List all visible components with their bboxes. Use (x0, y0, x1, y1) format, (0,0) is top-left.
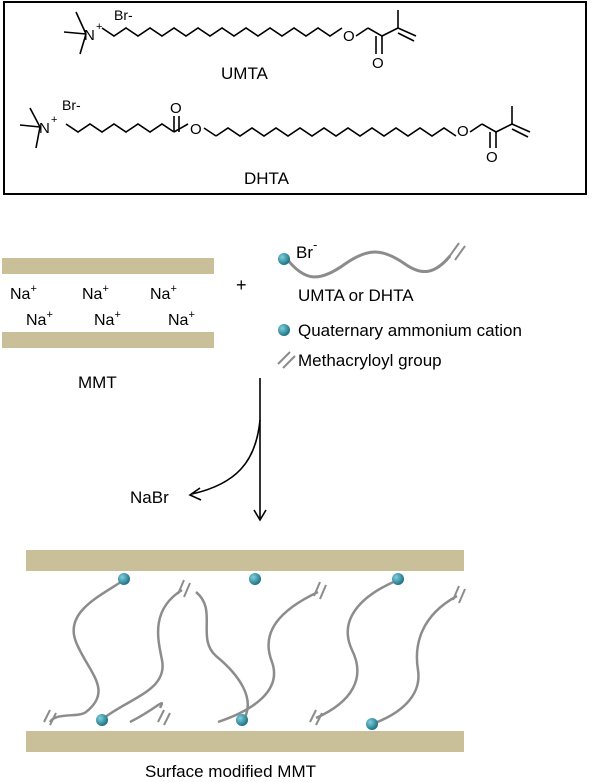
sodium-ion: Na+ (94, 309, 121, 329)
cation-icon (236, 714, 248, 726)
chain-1 (48, 578, 125, 723)
surface-methacryloyl-groups (43, 579, 466, 726)
surface-cations (96, 573, 404, 730)
methacryloyl-icon (448, 242, 466, 261)
dhta-charge: + (51, 114, 57, 126)
dhta-structure (19, 106, 531, 149)
plus-sign: + (236, 275, 247, 295)
sodium-ion: Na+ (26, 309, 53, 329)
cation-icon (249, 573, 261, 585)
cation-icon (278, 253, 290, 265)
byproduct-label: NaBr (130, 488, 169, 507)
chain-2 (103, 588, 183, 719)
chain-3 (217, 590, 319, 724)
dhta-oxygen-double: O (486, 149, 498, 166)
cation-icon (118, 573, 130, 585)
legend-cation-icon (278, 324, 290, 336)
umta-oxygen-single: O (343, 28, 355, 45)
umta-oxygen-double: O (372, 55, 384, 72)
sodium-ion: Na+ (168, 309, 195, 329)
dhta-oxygen-ester2: O (457, 123, 469, 140)
result-label: Surface modified MMT (145, 762, 316, 781)
dhta-oxygen-ketone: O (170, 100, 182, 117)
structures-box (3, 1, 587, 195)
dhta-oxygen-ester1: O (190, 121, 202, 138)
dhta-nitrogen: N (39, 120, 50, 137)
surfactant-counterion: Br- (296, 237, 317, 262)
intercalated-chains (48, 578, 458, 726)
umta-name: UMTA (221, 64, 269, 83)
umta-charge: + (96, 21, 102, 33)
surfactant-label: UMTA or DHTA (298, 286, 414, 305)
mmt-label: MMT (78, 373, 117, 392)
sodium-ion: Na+ (82, 283, 109, 303)
surfactant-chain (285, 250, 452, 279)
legend-methacryloyl-icon (277, 351, 296, 369)
legend-methacryloyl-label: Methacryloyl group (298, 351, 442, 370)
chain-4 (315, 578, 399, 720)
clay-layer-bottom (2, 332, 214, 348)
byproduct-arrowhead (188, 487, 202, 501)
umta-nitrogen: N (84, 27, 95, 44)
dhta-name: DHTA (244, 169, 290, 188)
umta-counterion: Br- (114, 7, 133, 23)
sodium-ion: Na+ (10, 283, 37, 303)
chain-5 (371, 594, 458, 726)
legend-cation-label: Quaternary ammonium cation (298, 321, 522, 340)
chain-6 (195, 591, 249, 723)
cation-icon (392, 573, 404, 585)
umta-structure (63, 10, 417, 55)
sodium-ion: Na+ (150, 283, 177, 303)
cation-icon (96, 714, 108, 726)
sodium-ions: Na+ Na+ Na+ Na+ Na+ Na+ (10, 283, 195, 329)
clay-layer-top (2, 258, 214, 274)
dhta-counterion: Br- (62, 97, 81, 113)
reaction-arrowhead (253, 509, 267, 522)
cation-icon (366, 718, 378, 730)
modified-clay-layer-bottom (26, 731, 464, 752)
modified-clay-layer-top (26, 550, 464, 571)
byproduct-arrow (191, 419, 261, 495)
chain-7 (129, 701, 164, 724)
